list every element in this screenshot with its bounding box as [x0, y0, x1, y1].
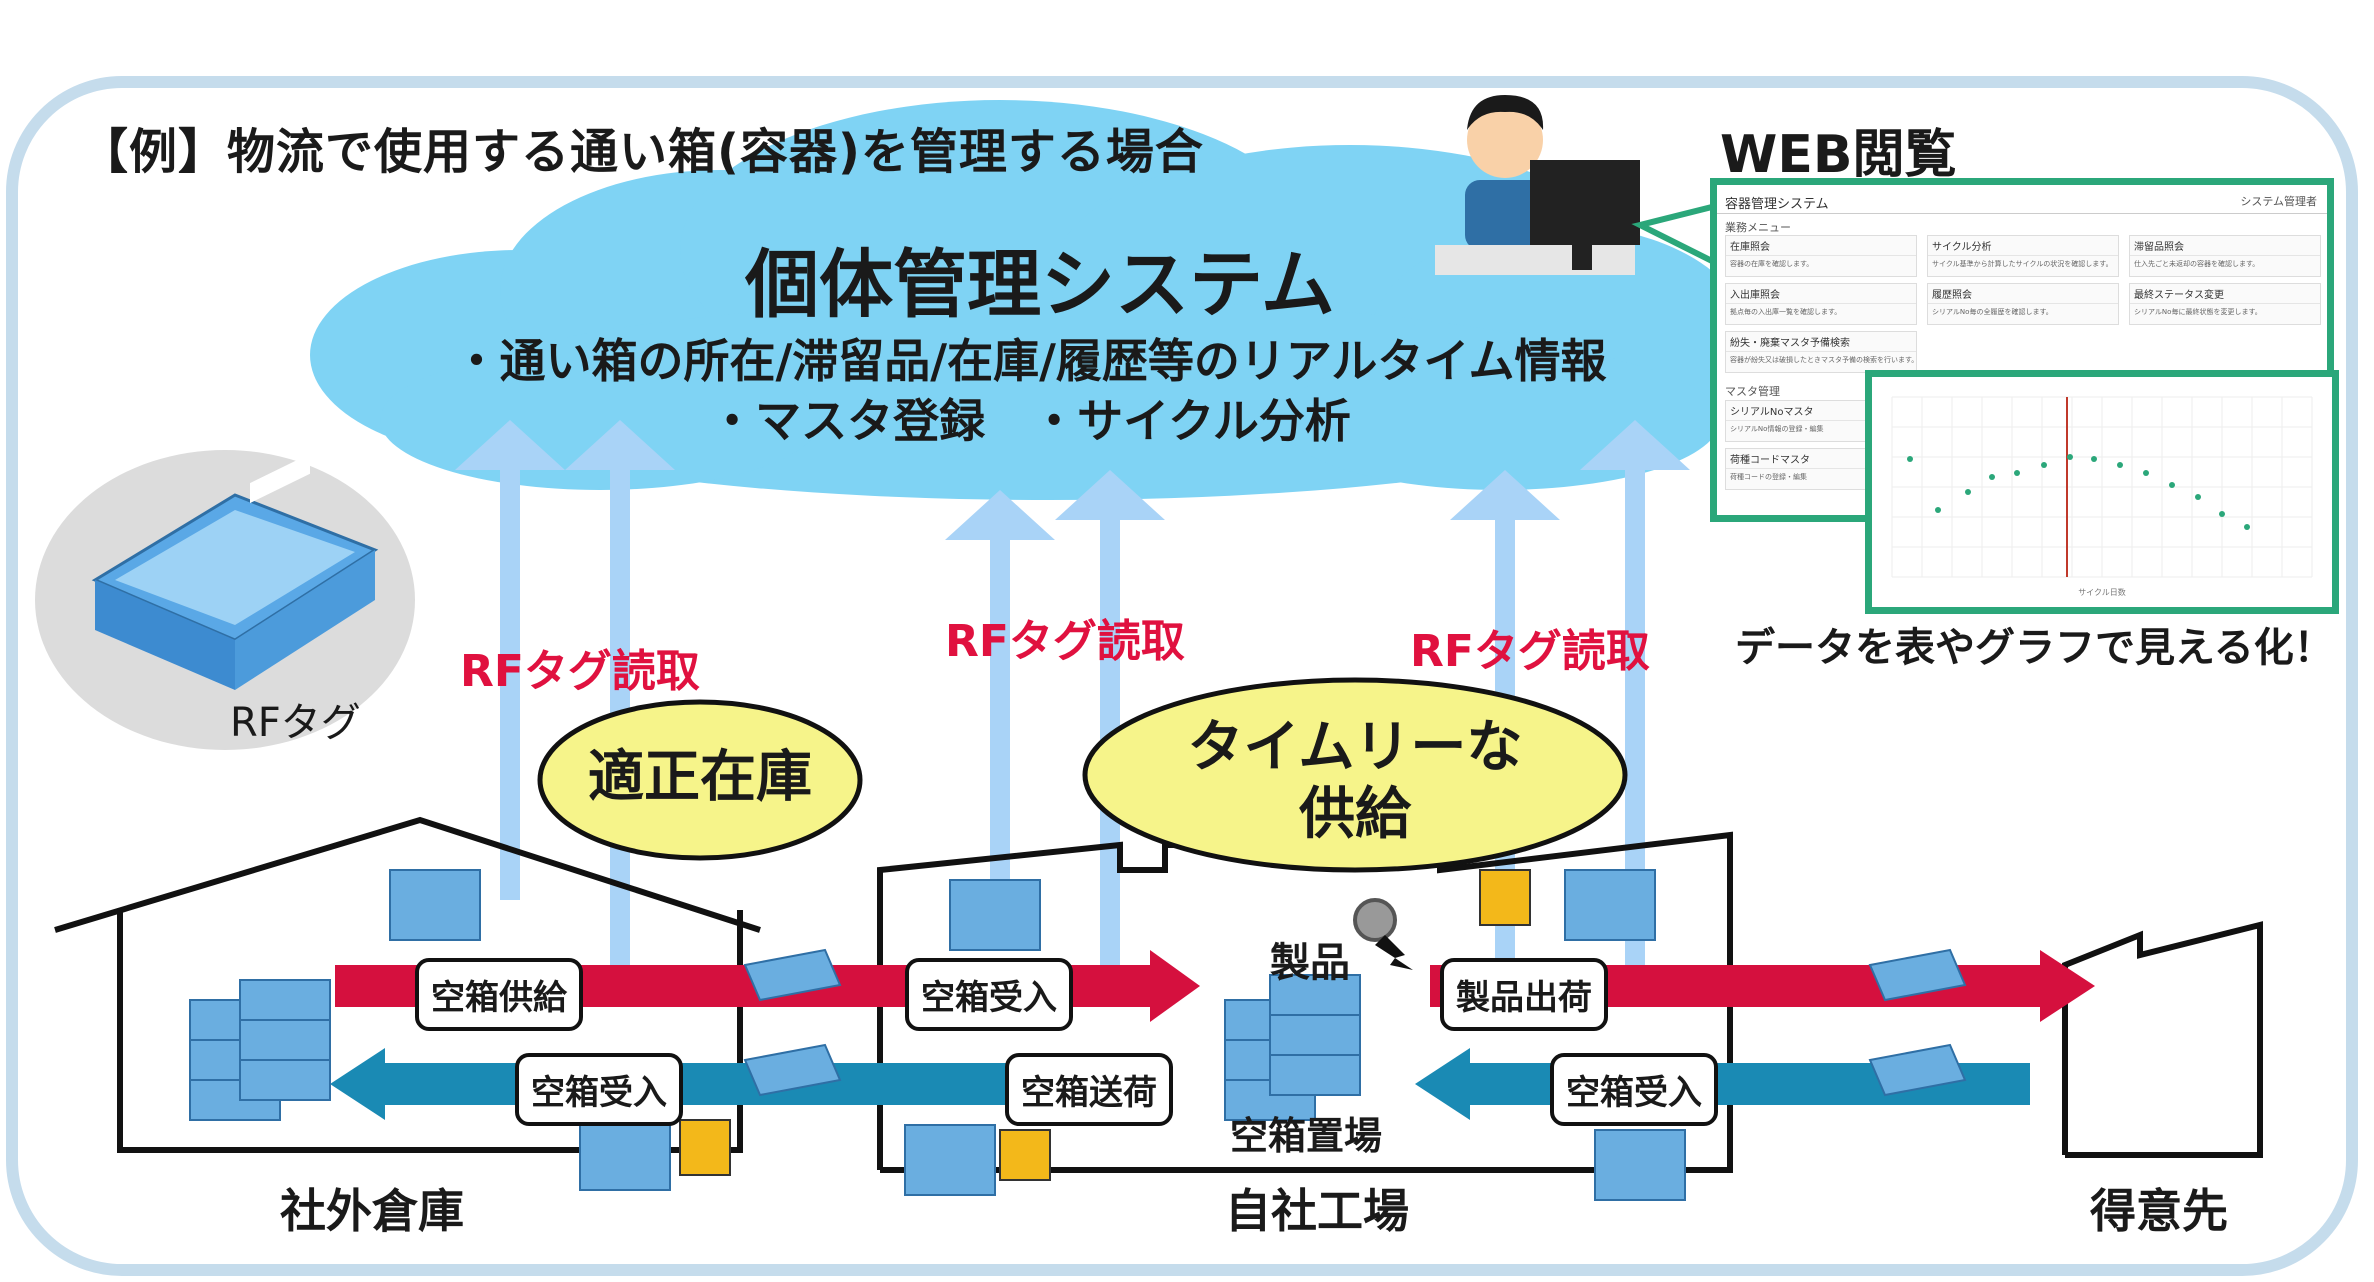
operator-at-computer-icon: [1435, 95, 1640, 275]
system-name: 個体管理システム: [745, 242, 1335, 328]
step-empty-send: 空箱送荷: [1005, 1053, 1173, 1126]
customer-building: [2062, 921, 2263, 1158]
menu-card-title: 滞留品照会: [2130, 236, 2320, 256]
menu-card[interactable]: 入出庫照会拠点毎の入出庫一覧を確認します。: [1725, 283, 1917, 325]
system-feature-line-1: ・通い箱の所在/滞留品/在庫/履歴等のリアルタイム情報: [453, 334, 1607, 388]
chart-axis-label: サイクル日数: [2078, 587, 2126, 597]
place-factory: 自社工場: [1225, 1184, 1409, 1238]
menu-card-desc: 容器が紛失又は破損したときマスタ予備の検索を行います。: [1730, 356, 1916, 364]
master-card[interactable]: シリアルNoマスタシリアルNo情報の登録・編集: [1725, 400, 1877, 442]
menu-card[interactable]: 在庫照会容器の在庫を確認します。: [1725, 235, 1917, 277]
menu-card-desc: サイクル基準から計算したサイクルの状況を確認します。: [1932, 260, 2113, 268]
stock-bubble: [537, 699, 863, 861]
menu-card[interactable]: サイクル分析サイクル基準から計算したサイクルの状況を確認します。: [1927, 235, 2119, 277]
menu-card[interactable]: 紛失・廃棄マスタ予備検索容器が紛失又は破損したときマスタ予備の検索を行います。: [1725, 331, 1917, 373]
web-chart-screenshot: サイクル日数: [1865, 370, 2339, 614]
menu-card-desc: シリアルNo毎の全履歴を確認します。: [1932, 308, 2053, 316]
screen-master-label: マスタ管理: [1725, 385, 1780, 398]
place-warehouse: 社外倉庫: [280, 1184, 464, 1238]
page-title: 【例】物流で使用する通い箱(容器)を管理する場合: [80, 124, 1204, 180]
web-view-label: WEB閲覧: [1720, 125, 1957, 185]
menu-card-title: 最終ステータス変更: [2130, 284, 2320, 304]
product-part-icon: [1353, 898, 1397, 942]
master-card-desc: シリアルNo情報の登録・編集: [1730, 425, 1824, 433]
container-with-tag: [91, 453, 379, 690]
menu-card-desc: シリアルNo毎に最終状態を変更します。: [2134, 308, 2262, 316]
menu-card-title: 在庫照会: [1726, 236, 1916, 256]
menu-card-title: 履歴照会: [1928, 284, 2118, 304]
warehouse-box-stack: [189, 979, 331, 1121]
chart-point: [1935, 507, 1941, 513]
step-empty-receive-warehouse: 空箱受入: [515, 1053, 683, 1126]
master-card[interactable]: 荷種コードマスタ荷種コードの登録・編集: [1725, 448, 1877, 490]
screen-app-title: 容器管理システム: [1725, 197, 1829, 212]
supply-bubble-line-1: タイムリーな: [1187, 715, 1523, 780]
product-flow-arrows: [335, 950, 2095, 1022]
stock-bubble-text: 適正在庫: [588, 745, 812, 810]
rf-read-label-warehouse: RFタグ読取: [460, 646, 700, 697]
chart-point: [2041, 462, 2047, 468]
menu-card-desc: 仕入先ごと未返却の容器を確認します。: [2134, 260, 2260, 268]
screen-user: システム管理者: [2240, 195, 2317, 208]
web-menu-screenshot: 容器管理システム システム管理者 業務メニュー 在庫照会容器の在庫を確認します。…: [1710, 178, 2334, 522]
product-label: 製品: [1270, 940, 1350, 986]
menu-card-title: 入出庫照会: [1726, 284, 1916, 304]
rf-tag-label: RFタグ: [230, 700, 361, 746]
chart-point: [2244, 524, 2250, 530]
menu-card-desc: 拠点毎の入出庫一覧を確認します。: [1730, 308, 1842, 316]
menu-card[interactable]: 滞留品照会仕入先ごと未返却の容器を確認します。: [2129, 235, 2321, 277]
supply-bubble: [1082, 677, 1628, 873]
menu-card-title: サイクル分析: [1928, 236, 2118, 256]
master-card-desc: 荷種コードの登録・編集: [1730, 473, 1807, 481]
menu-card[interactable]: 最終ステータス変更シリアルNo毎に最終状態を変更します。: [2129, 283, 2321, 325]
moving-container-icons: [743, 948, 1967, 1097]
chart-point: [2067, 454, 2073, 460]
menu-card-title: 紛失・廃棄マスタ予備検索: [1726, 332, 1916, 352]
visualization-caption: データを表やグラフで見える化！: [1735, 625, 2334, 671]
chart-point: [2143, 470, 2149, 476]
chart-point: [2195, 494, 2201, 500]
system-feature-line-2: ・マスタ登録 ・サイクル分析: [709, 394, 1351, 448]
master-card-title: シリアルNoマスタ: [1726, 401, 1876, 421]
outer-frame: [6, 76, 2358, 1276]
chart-point: [2219, 511, 2225, 517]
warehouse-building: [54, 816, 761, 933]
empty-yard-label: 空箱置場: [1230, 1114, 1383, 1158]
forklift-icons: [679, 869, 1531, 1181]
step-empty-supply: 空箱供給: [415, 958, 583, 1031]
pallet-stacks: [389, 869, 1686, 1201]
menu-card[interactable]: 履歴照会シリアルNo毎の全履歴を確認します。: [1927, 283, 2119, 325]
step-empty-receive-customer: 空箱受入: [1550, 1053, 1718, 1126]
step-empty-receive-factory: 空箱受入: [905, 958, 1073, 1031]
master-card-title: 荷種コードマスタ: [1726, 449, 1876, 469]
chart-point: [2014, 470, 2020, 476]
rf-read-label-shipping: RFタグ読取: [1410, 626, 1650, 677]
chart-point: [1989, 474, 1995, 480]
factory-box-stack: [1224, 974, 1361, 1121]
rf-read-label-factory: RFタグ読取: [945, 616, 1185, 667]
cycle-chart: サイクル日数: [1891, 396, 2313, 597]
chart-point: [2091, 456, 2097, 462]
chart-point: [2117, 462, 2123, 468]
place-customer: 得意先: [2090, 1184, 2228, 1238]
screen-menu-label: 業務メニュー: [1725, 221, 1791, 234]
chart-point: [1907, 456, 1913, 462]
supply-bubble-line-2: 供給: [1299, 782, 1411, 847]
chart-point: [2169, 482, 2175, 488]
step-product-ship: 製品出荷: [1440, 958, 1608, 1031]
menu-card-desc: 容器の在庫を確認します。: [1730, 260, 1814, 268]
product-arrow: [1375, 935, 1413, 970]
chart-point: [1965, 489, 1971, 495]
